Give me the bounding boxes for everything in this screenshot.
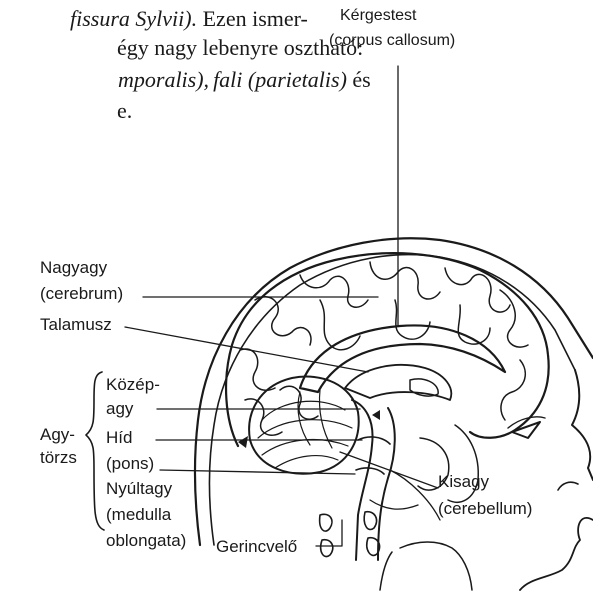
text-line-2: égy nagy lebenyre osztható:	[117, 35, 363, 60]
label-corpus-callosum-hu: Kérgestest	[340, 7, 417, 24]
label-midbrain-2: agy	[106, 399, 134, 418]
label-brainstem-1: Agy-	[40, 425, 75, 444]
label-thalamus: Talamusz	[40, 315, 112, 334]
label-medulla-lat-2: oblongata)	[106, 531, 186, 550]
label-cerebrum-hu: Nagyagy	[40, 258, 108, 277]
text-line-4: e.	[117, 98, 132, 123]
label-pons-hu: Híd	[106, 428, 132, 447]
label-cerebellum-hu: Kisagy	[438, 472, 490, 491]
leader-lines	[125, 66, 438, 546]
text-line-3: mporalis),fali (parietalis) és	[118, 67, 371, 92]
label-medulla-hu: Nyúltagy	[106, 479, 173, 498]
label-cerebrum-lat: (cerebrum)	[40, 284, 123, 303]
label-spinal-cord: Gerincvelő	[216, 537, 297, 556]
label-midbrain-1: Közép-	[106, 375, 160, 394]
brainstem-brace	[86, 372, 104, 530]
paragraph-fragment: fissura Sylvii). Ezen ismer- égy nagy le…	[70, 6, 371, 123]
label-pons-lat: (pons)	[106, 454, 154, 473]
leader-cerebellum	[340, 452, 438, 488]
leader-thalamus	[125, 327, 368, 372]
text-line-1: fissura Sylvii). Ezen ismer-	[70, 6, 308, 31]
label-corpus-callosum-lat: (corpus callosum)	[329, 32, 455, 49]
label-brainstem-2: törzs	[40, 448, 77, 467]
label-medulla-lat-1: (medulla	[106, 505, 172, 524]
label-cerebellum-lat: (cerebellum)	[438, 499, 532, 518]
